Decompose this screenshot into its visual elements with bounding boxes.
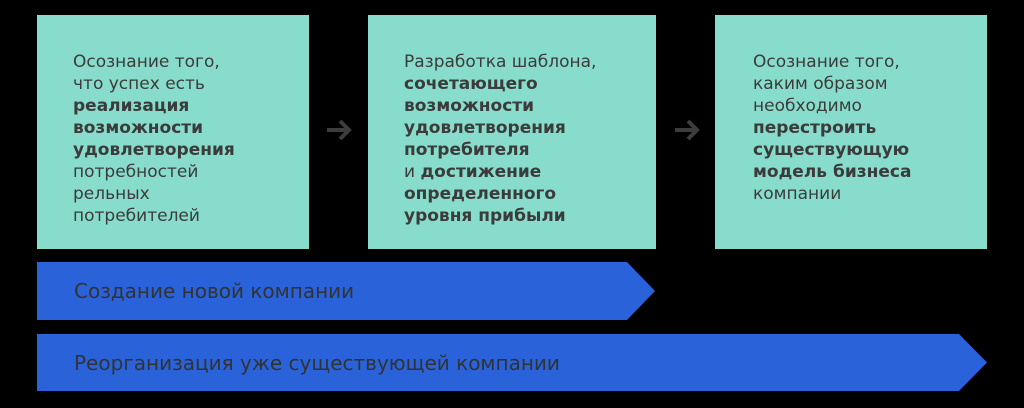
step-line: и достижение (404, 162, 542, 182)
step-line: возможности (73, 118, 204, 138)
step-line: возможности (404, 96, 535, 116)
step-line: необходимо (753, 96, 862, 116)
step-line: сочетающего (404, 74, 538, 94)
step-line: удовлетворения (404, 118, 566, 138)
step-line: Осознание того, (753, 52, 900, 72)
step-line: потребителя (404, 140, 530, 160)
step-line: перестроить (753, 118, 877, 138)
arrow-right-icon (675, 119, 700, 141)
step-line: уровня прибыли (404, 206, 566, 226)
arrow-right-icon (327, 119, 352, 141)
step-line: рельных (73, 184, 150, 204)
step-line: Разработка шаблона, (404, 52, 597, 72)
banner-label: Создание новой компании (74, 279, 355, 303)
step-line: существующую (753, 140, 910, 160)
step-line: реализация (73, 96, 190, 116)
step-line: что успех есть (73, 74, 205, 94)
banner-reorganization: Реорганизация уже существующей компании (37, 334, 987, 391)
step-line: определенного (404, 184, 557, 204)
step-line: Осознание того, (73, 52, 220, 72)
step-line: потребностей (73, 162, 199, 182)
banner-new-company: Создание новой компании (37, 262, 655, 320)
banner-label: Реорганизация уже существующей компании (74, 350, 560, 375)
step-line: потребителей (73, 206, 200, 226)
step-line: модель бизнеса (753, 162, 912, 182)
step-line: удовлетворения (73, 140, 235, 160)
step-line: каким образом (753, 74, 888, 94)
step-line: компании (753, 184, 842, 204)
